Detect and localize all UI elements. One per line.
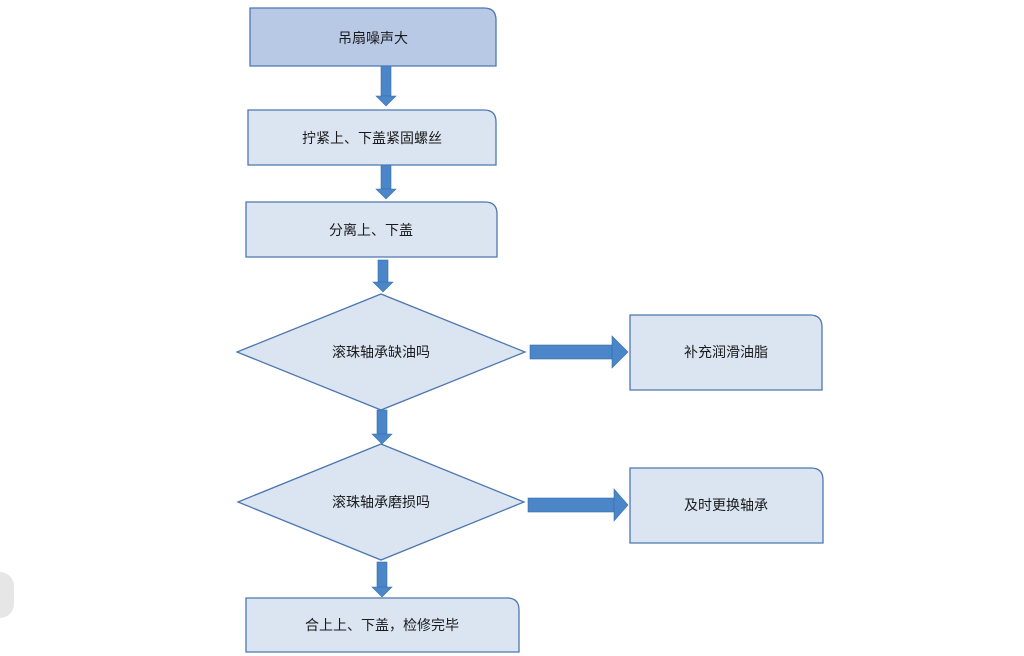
corner-artifact <box>0 572 14 618</box>
arrow-tighten-to-separate <box>375 164 397 200</box>
start-node: 吊扇噪声大 <box>249 7 497 67</box>
oil-decision-label: 滚珠轴承缺油吗 <box>332 344 430 361</box>
separate-node-label: 分离上、下盖 <box>329 222 413 239</box>
arrow-wear-to-finish <box>371 561 393 598</box>
arrow-separate-to-oil-decision <box>372 259 394 293</box>
add-grease-node: 补充润滑油脂 <box>629 314 823 391</box>
replace-bearing-label: 及时更换轴承 <box>684 497 768 514</box>
wear-decision-node: 滚珠轴承磨损吗 <box>236 443 526 561</box>
separate-node: 分离上、下盖 <box>245 201 498 258</box>
arrow-oil-to-grease <box>529 335 629 369</box>
finish-node: 合上上、下盖，检修完毕 <box>245 597 520 653</box>
oil-decision-node: 滚珠轴承缺油吗 <box>235 293 527 411</box>
add-grease-label: 补充润滑油脂 <box>684 344 768 361</box>
arrow-wear-to-replace <box>527 488 629 522</box>
tighten-node: 拧紧上、下盖紧固螺丝 <box>247 109 497 166</box>
arrow-oil-to-wear-decision <box>371 409 393 445</box>
tighten-node-label: 拧紧上、下盖紧固螺丝 <box>302 131 442 147</box>
finish-node-label: 合上上、下盖，检修完毕 <box>305 618 459 634</box>
wear-decision-label: 滚珠轴承磨损吗 <box>332 494 430 511</box>
arrow-start-to-tighten <box>375 65 397 107</box>
start-node-label: 吊扇噪声大 <box>338 31 408 47</box>
replace-bearing-node: 及时更换轴承 <box>629 467 824 544</box>
